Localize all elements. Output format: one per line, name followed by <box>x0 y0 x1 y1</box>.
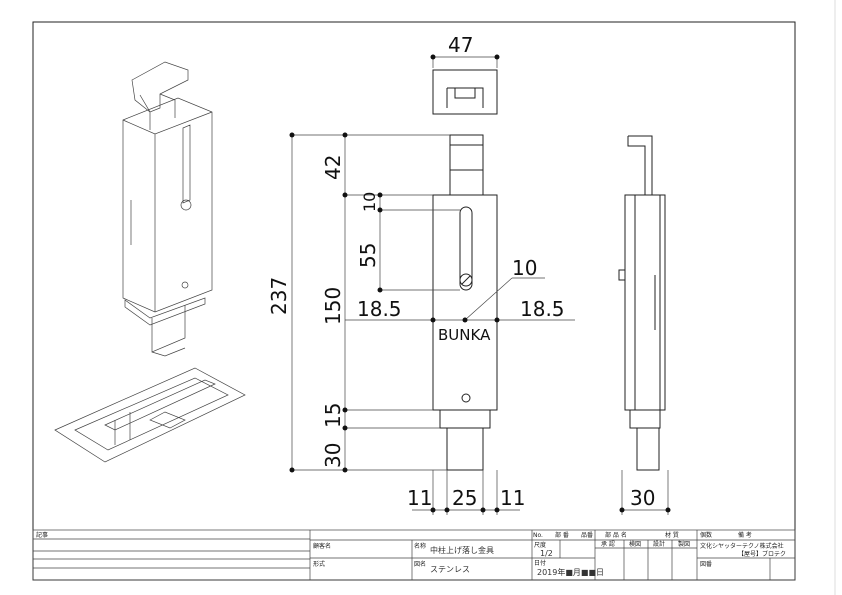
dim-right-half: 18.5 <box>520 297 565 321</box>
dim-cap-width: 47 <box>448 33 473 57</box>
dim-side-width: 30 <box>630 486 655 510</box>
dim-slot-offset: 10 <box>360 192 379 212</box>
brand-mark: BUNKA <box>438 326 491 344</box>
dim-bottom-left: 11 <box>407 486 432 510</box>
drawing-name-label: 図名 <box>414 560 426 568</box>
notes-label: 記事 <box>36 531 48 539</box>
item-no-label: 品番 <box>581 532 593 539</box>
dim-bottom-30: 30 <box>321 443 345 468</box>
brand-name: 【屋号】ブロテク <box>738 550 786 558</box>
scale-label: 尺度 <box>534 541 546 549</box>
draft-label: 製図 <box>678 540 690 548</box>
design-label: 設計 <box>653 540 665 548</box>
part-name-label: 部 品 名 <box>605 531 627 539</box>
remarks-label: 備 考 <box>738 531 752 539</box>
dimension-lines <box>291 56 669 515</box>
no-label: No. <box>533 532 543 539</box>
dim-left-half: 18.5 <box>357 297 402 321</box>
approve-label: 承 認 <box>601 540 615 548</box>
material-label: 材 質 <box>665 531 679 539</box>
side-view <box>618 135 666 471</box>
check-label: 検図 <box>629 540 641 548</box>
dim-screw: 10 <box>512 256 537 280</box>
dimension-dots <box>289 54 671 513</box>
isometric-view <box>54 61 246 463</box>
dim-total-height: 237 <box>267 277 291 315</box>
date-value: 2019年■月■■日 <box>537 567 604 577</box>
dim-top-height: 42 <box>321 155 345 180</box>
company-name: 文化シヤッターテクノ株式会社 <box>700 542 784 550</box>
customer-label: 顧客名 <box>313 542 331 550</box>
part-no-label: 部 番 <box>555 531 569 539</box>
title-block <box>32 529 796 581</box>
date-label: 日付 <box>534 559 546 567</box>
dim-body-height: 150 <box>321 287 345 325</box>
name-label: 名称 <box>414 542 426 550</box>
dim-bottom-mid: 25 <box>452 486 477 510</box>
scale-value: 1/2 <box>540 549 553 558</box>
front-view <box>432 69 498 471</box>
dim-bottom-15: 15 <box>321 403 345 428</box>
qty-label: 個数 <box>700 531 712 539</box>
dim-slot-length: 55 <box>356 243 380 268</box>
dim-bottom-right: 11 <box>500 486 525 510</box>
drawing-name-value: ステンレス <box>430 565 470 574</box>
type-label: 形式 <box>313 560 325 568</box>
name-value: 中柱上げ落し金具 <box>430 545 494 555</box>
drawing-no-label: 図番 <box>700 561 712 568</box>
title-block-text: 記事 顧客名 形式 名称 中柱上げ落し金具 図名 ステンレス No. 部 番 品… <box>36 531 786 577</box>
